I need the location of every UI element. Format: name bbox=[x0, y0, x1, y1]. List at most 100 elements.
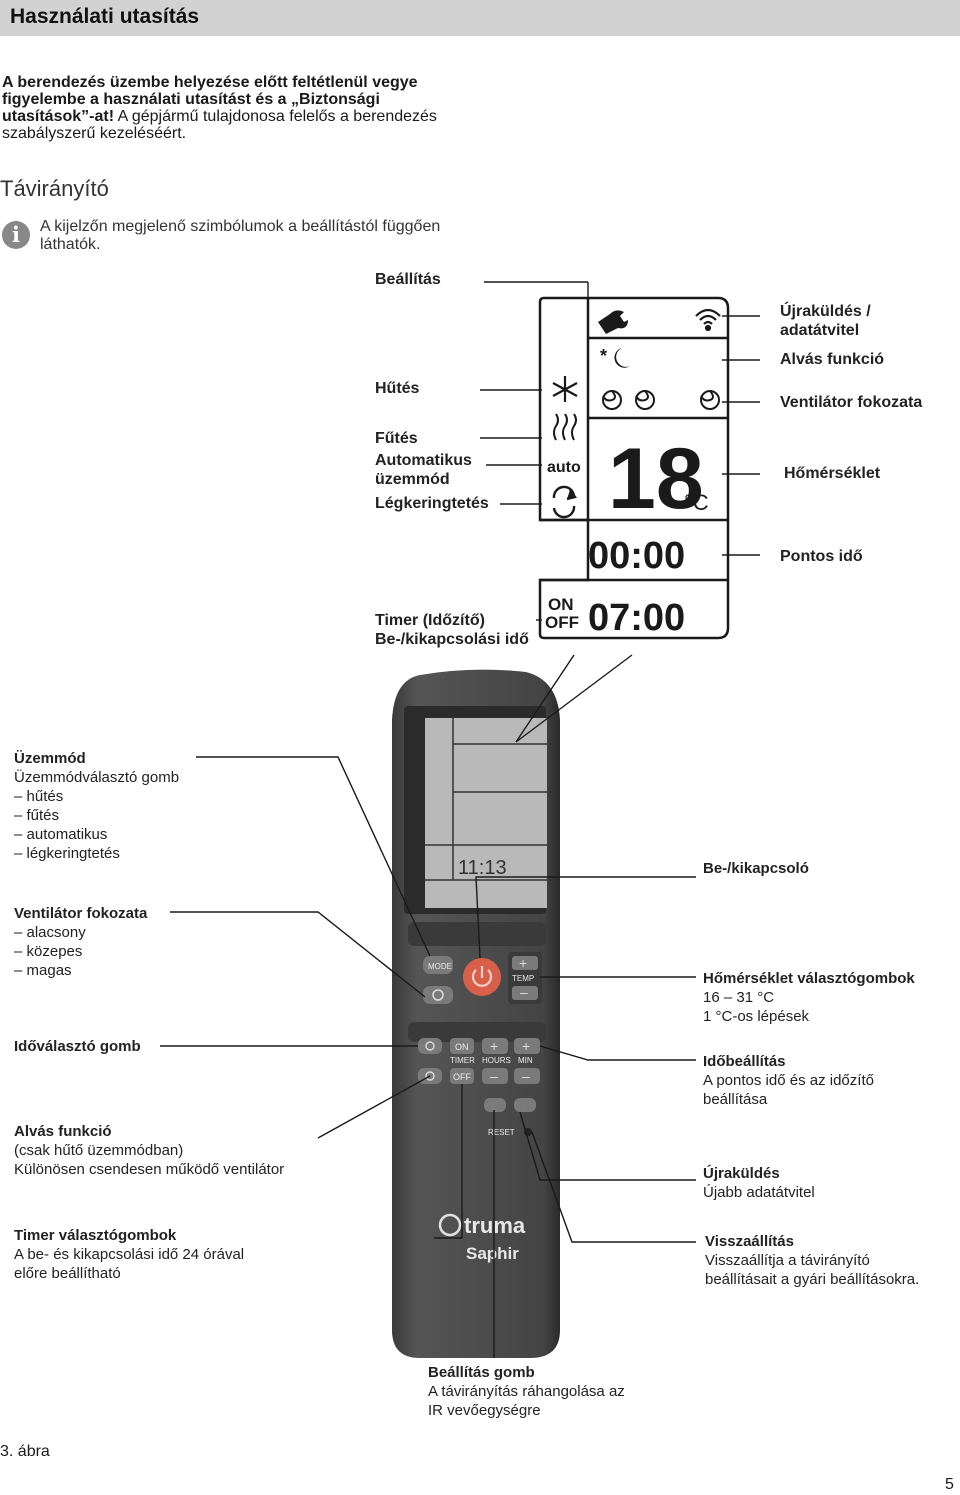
lcd-temperature: 18 bbox=[608, 431, 704, 527]
label-homerseklet-group: Hőmérséklet választógombok 16 – 31 °C 1 … bbox=[703, 969, 915, 1026]
leader-fan bbox=[170, 911, 426, 998]
snowflake-icon bbox=[552, 376, 578, 402]
signal-icon bbox=[695, 308, 721, 332]
setup-button bbox=[484, 1098, 506, 1112]
svg-text:*: * bbox=[600, 346, 607, 366]
label-alvas-line: (csak hűtő üzemmódban) bbox=[14, 1142, 184, 1159]
label-legkeringtetes: Légkeringtetés bbox=[375, 495, 489, 512]
label-beallitas: Beállítás bbox=[375, 271, 441, 288]
label-visszaallitas-line: beállításait a gyári beállításokra. bbox=[705, 1271, 920, 1288]
page-number: 5 bbox=[945, 1476, 954, 1493]
svg-text:+: + bbox=[519, 955, 527, 971]
label-timer-group: Timer választógombok A be- és kikapcsolá… bbox=[14, 1226, 244, 1283]
remote-model: Saphir bbox=[466, 1244, 519, 1263]
section-title: Távirányító bbox=[0, 176, 109, 201]
resend-button bbox=[514, 1098, 536, 1112]
label-hutes: Hűtés bbox=[375, 380, 420, 397]
label-uzemmod-line: – hűtés bbox=[14, 788, 64, 805]
temp-plus-button bbox=[512, 956, 538, 970]
lcd-frame bbox=[538, 296, 730, 640]
label-beallitas-gomb-line: IR vevőegységre bbox=[428, 1402, 541, 1419]
label-idobeallitas-line: A pontos idő és az időzítő bbox=[703, 1072, 874, 1089]
leader-power bbox=[475, 876, 696, 959]
fan-button bbox=[423, 986, 453, 1004]
label-uzemmod: üzemmód bbox=[375, 471, 450, 488]
temp-label: TEMP bbox=[512, 974, 534, 983]
time-select-button bbox=[418, 1038, 442, 1054]
intro-bold-text: A berendezés üzembe helyezése előtt felt… bbox=[2, 74, 418, 125]
label-ujrakuldes-title: Újraküldés bbox=[703, 1165, 780, 1182]
label-visszaallitas-line: Visszaállítja a távirányító bbox=[705, 1252, 870, 1269]
label-ventilator-group: Ventilátor fokozata – alacsony – közepes… bbox=[14, 904, 147, 980]
remote-brand: truma bbox=[464, 1213, 526, 1238]
label-ujrakuldes: Újraküldés / bbox=[780, 303, 871, 320]
label-uzemmod-line: – légkeringtetés bbox=[14, 845, 120, 862]
timer-off-button bbox=[450, 1068, 474, 1084]
label-bekikapcsolo-group: Be-/kikapcsoló bbox=[703, 859, 809, 878]
heat-icon bbox=[553, 413, 577, 441]
label-ventilator-line: – közepes bbox=[14, 943, 83, 960]
label-bekikapcsolasi: Be-/kikapcsolási idő bbox=[375, 631, 529, 648]
page-title: Használati utasítás bbox=[10, 5, 200, 28]
lcd-temp-unit: °C bbox=[684, 490, 709, 515]
label-ujrakuldes-group: Újraküldés Újabb adatátvitel bbox=[703, 1164, 815, 1202]
mode-label: MODE bbox=[428, 962, 452, 971]
label-beallitas-gomb-title: Beállítás gomb bbox=[428, 1364, 535, 1381]
label-ventilator-line: – alacsony bbox=[14, 924, 86, 941]
leader-remote-display-1 bbox=[515, 654, 575, 743]
label-idovalaszto-title: Időválasztó gomb bbox=[14, 1038, 141, 1055]
svg-text:–: – bbox=[522, 1068, 530, 1084]
label-timer: Timer (Időzítő) bbox=[375, 612, 485, 629]
remote-screen-clock: 11:13 bbox=[458, 857, 507, 879]
fan-icons bbox=[602, 390, 720, 410]
svg-text:–: – bbox=[520, 984, 528, 1000]
wrench-icon bbox=[598, 310, 628, 334]
info-icon: i bbox=[2, 221, 30, 249]
figure-caption: 3. ábra bbox=[0, 1443, 50, 1460]
lcd-on-label: ON bbox=[548, 595, 574, 614]
label-visszaallitas-group: Visszaállítás Visszaállítja a távirányít… bbox=[705, 1232, 919, 1289]
label-idobeallitas-line: beállítása bbox=[703, 1091, 768, 1108]
intro-paragraph: A berendezés üzembe helyezése előtt felt… bbox=[2, 74, 472, 142]
label-ventilator: Ventilátor fokozata bbox=[780, 394, 923, 411]
label-alvas-title: Alvás funkció bbox=[14, 1123, 112, 1140]
info-text: A kijelzőn megjelenő szimbólumok a beáll… bbox=[40, 218, 441, 253]
label-adatatvitel: adatátvitel bbox=[780, 322, 860, 339]
label-homerseklet: Hőmérséklet bbox=[784, 465, 881, 482]
label-futes: Fűtés bbox=[375, 430, 418, 447]
timer-label: TIMER bbox=[450, 1056, 475, 1065]
lcd-timer-time: 07:00 bbox=[588, 597, 685, 639]
label-idovalaszto-group: Időválasztó gomb bbox=[14, 1037, 141, 1056]
hours-plus-button bbox=[482, 1038, 508, 1054]
sleep-icon: * bbox=[600, 346, 630, 368]
intro-normal-text: A gépjármű tulajdonosa felelős a berende… bbox=[2, 108, 437, 142]
label-timer-title: Timer választógombok bbox=[14, 1227, 177, 1244]
label-beallitas-gomb-group: Beállítás gomb A távirányítás ráhangolás… bbox=[428, 1363, 625, 1420]
label-alvas-line: Különösen csendesen működő ventilátor bbox=[14, 1161, 285, 1178]
label-homerseklet-title: Hőmérséklet választógombok bbox=[703, 970, 915, 987]
label-uzemmod-line: Üzemmódválasztó gomb bbox=[14, 769, 180, 786]
label-uzemmod-line: – fűtés bbox=[14, 807, 60, 824]
leader-mode bbox=[196, 756, 431, 957]
label-homerseklet-line: 16 – 31 °C bbox=[703, 989, 775, 1006]
lcd-auto-label: auto bbox=[547, 459, 581, 476]
header-bar bbox=[0, 0, 960, 36]
label-ventilator-line: – magas bbox=[14, 962, 72, 979]
label-uzemmod-line: – automatikus bbox=[14, 826, 108, 843]
leader-timer-buttons bbox=[434, 1084, 463, 1239]
min-minus-button bbox=[514, 1068, 540, 1084]
label-homerseklet-line: 1 °C-os lépések bbox=[703, 1008, 810, 1025]
timer-on-label: ON bbox=[455, 1042, 469, 1052]
svg-text:+: + bbox=[490, 1038, 498, 1054]
label-idobeallitas-title: Időbeállítás bbox=[703, 1053, 786, 1070]
reset-label: RESET bbox=[488, 1128, 515, 1137]
leader-remote-display-2 bbox=[515, 654, 633, 743]
label-uzemmod-title: Üzemmód bbox=[14, 750, 86, 767]
svg-text:–: – bbox=[490, 1068, 498, 1084]
leader-resend bbox=[519, 1111, 696, 1181]
leader-reset bbox=[531, 1131, 696, 1243]
hours-minus-button bbox=[482, 1068, 508, 1084]
label-alvas: Alvás funkció bbox=[780, 351, 885, 368]
min-label: MIN bbox=[518, 1056, 533, 1065]
label-pontos-ido: Pontos idő bbox=[780, 548, 863, 565]
